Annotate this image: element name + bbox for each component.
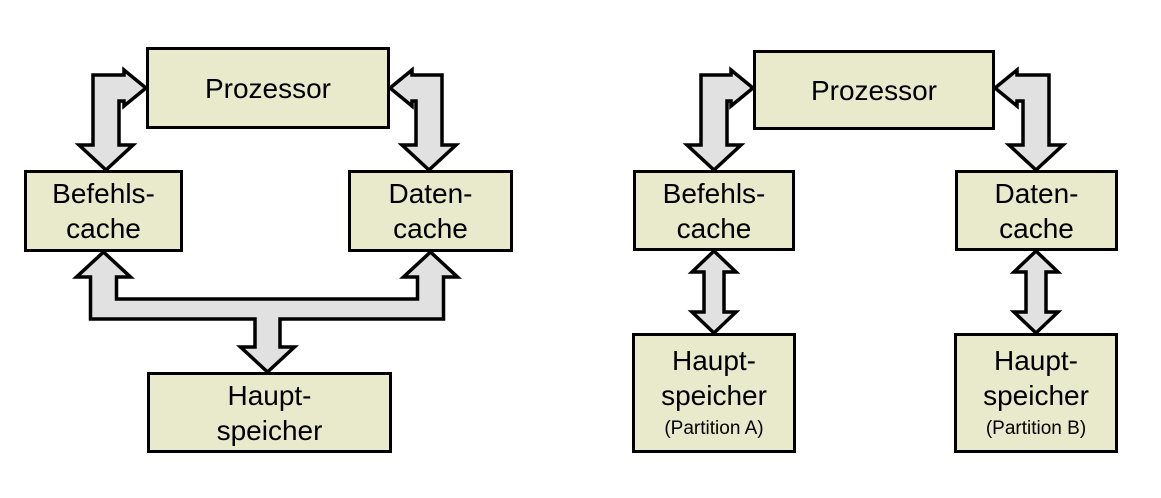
partition-label: (Partition B) [985,417,1087,439]
node-data-cache-right: Daten- cache [955,170,1118,251]
node-main-memory-partition-b: Haupt- speicher (Partition B) [954,333,1118,453]
node-label-line: Befehls- [662,177,766,209]
node-label-line: cache [999,212,1074,244]
node-label-line: cache [676,212,752,244]
node-label: Prozessor [204,72,332,104]
node-label-line: Daten- [388,178,473,209]
arrow-left-processor-data-cache [387,66,461,173]
node-label-line: speicher [983,379,1089,411]
arrow-left-processor-instruction-cache [74,66,149,173]
node-label-line: Daten- [994,177,1079,209]
arrow-right-processor-instruction-cache [682,66,756,173]
arrow-right-instruction-cache-memory-a [687,248,741,336]
partition-label: (Partition A) [664,417,764,439]
node-label-line: cache [393,213,468,244]
node-label: Prozessor [810,74,938,106]
node-label-line: speicher [661,379,767,411]
arrow-left-caches-main-memory [72,249,462,375]
node-label-line: Befehls- [52,178,155,209]
node-label-line: Haupt- [993,344,1079,376]
node-processor-right: Prozessor [753,50,995,130]
node-main-memory-partition-a: Haupt- speicher (Partition A) [632,333,796,453]
node-main-memory-left: Haupt- speicher [147,372,392,453]
node-label-line: speicher [216,414,323,446]
arrow-right-processor-data-cache [992,66,1068,173]
node-label-line: Haupt- [227,379,312,411]
node-instruction-cache-left: Befehls- cache [24,170,183,252]
node-processor-left: Prozessor [146,47,390,129]
node-data-cache-left: Daten- cache [348,170,513,252]
node-label-line: Haupt- [671,344,757,376]
node-label-line: cache [66,213,141,244]
node-instruction-cache-right: Befehls- cache [633,170,795,251]
arrow-right-data-cache-memory-b [1009,248,1063,336]
